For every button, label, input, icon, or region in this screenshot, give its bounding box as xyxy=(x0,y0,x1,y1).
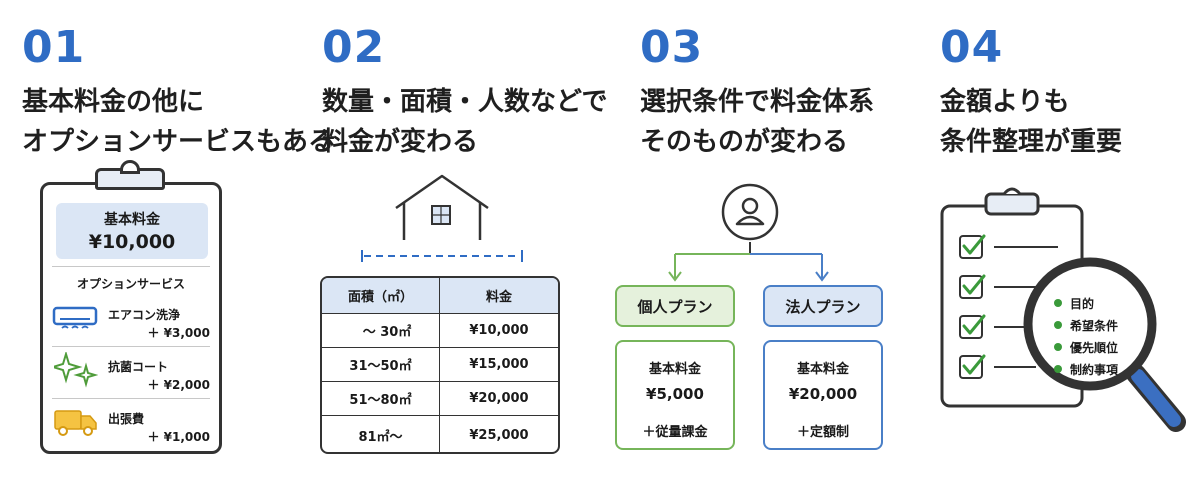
house-icon xyxy=(395,174,489,240)
condition-label: 希望条件 xyxy=(1070,318,1119,333)
table-header-row: 面積（㎡） 料金 xyxy=(322,278,558,314)
plan-price: ¥5,000 xyxy=(646,385,704,403)
list-item: 目的 xyxy=(1054,292,1118,314)
list-item: 優先順位 xyxy=(1054,336,1118,358)
divider xyxy=(52,398,210,399)
table-row: 51〜80㎡ ¥20,000 xyxy=(322,382,558,416)
plan-extra: ＋定額制 xyxy=(796,425,849,440)
table-cell-area: 81㎡〜 xyxy=(322,416,440,452)
bullet-icon xyxy=(1054,365,1062,373)
option-price: ＋ ¥1,000 xyxy=(147,430,211,444)
table-cell-area: 51〜80㎡ xyxy=(322,382,440,415)
step-03-number: 03 xyxy=(640,22,704,73)
step-02-number: 02 xyxy=(322,22,386,73)
table-row: 〜 30㎡ ¥10,000 xyxy=(322,314,558,348)
condition-label: 目的 xyxy=(1070,296,1095,311)
plan-personal-label: 個人プラン xyxy=(615,285,735,327)
plan-corporate-label: 法人プラン xyxy=(763,285,883,327)
plan-extra: ＋従量課金 xyxy=(642,425,708,440)
step-04-number: 04 xyxy=(940,22,1004,73)
plan-personal-box: 基本料金 ¥5,000 ＋従量課金 xyxy=(615,340,735,450)
plan-base-label: 基本料金 xyxy=(796,362,849,377)
table-cell-area: 31〜50㎡ xyxy=(322,348,440,381)
plan-corporate-box: 基本料金 ¥20,000 ＋定額制 xyxy=(763,340,883,450)
step-01-heading-line1: 基本料金の他に xyxy=(22,87,205,117)
checklist-magnifier-icon xyxy=(940,187,1186,432)
option-name: 抗菌コート xyxy=(108,360,169,374)
step-03-heading: 選択条件で料金体系 そのものが変わる xyxy=(640,82,874,162)
basic-price-value: ¥10,000 xyxy=(88,231,176,253)
clipboard-clip-knob xyxy=(120,160,140,174)
step-04-heading-line1: 金額よりも xyxy=(940,87,1070,117)
air-conditioner-icon xyxy=(52,306,98,329)
step-02-heading: 数量・面積・人数などで 料金が変わる xyxy=(322,82,607,162)
plan-price: ¥20,000 xyxy=(788,385,858,403)
table-cell-price: ¥10,000 xyxy=(469,323,529,338)
option-price: ＋ ¥2,000 xyxy=(147,378,211,392)
list-item: 希望条件 xyxy=(1054,314,1118,336)
step-01-heading: 基本料金の他に オプションサービスもある xyxy=(22,82,334,162)
condition-label: 制約事項 xyxy=(1070,362,1119,377)
bullet-icon xyxy=(1054,343,1062,351)
step-02-heading-line2: 料金が変わる xyxy=(322,127,479,157)
table-cell-price: ¥15,000 xyxy=(469,357,529,372)
option-name: 出張費 xyxy=(108,412,145,426)
step-02-heading-line1: 数量・面積・人数などで xyxy=(322,87,608,117)
table-cell-area: 〜 30㎡ xyxy=(322,314,440,347)
step-03-heading-line1: 選択条件で料金体系 xyxy=(640,87,875,117)
step-04-heading-line2: 条件整理が重要 xyxy=(940,127,1123,157)
condition-label: 優先順位 xyxy=(1070,340,1119,355)
table-cell-price: ¥25,000 xyxy=(469,427,529,443)
branch-arrows xyxy=(668,242,829,282)
sparkle-icon xyxy=(54,352,98,388)
area-price-table: 面積（㎡） 料金 〜 30㎡ ¥10,000 31〜50㎡ ¥15,000 51… xyxy=(320,276,560,454)
table-header-price: 料金 xyxy=(485,290,512,305)
step-01-number: 01 xyxy=(22,22,86,73)
step-01-heading-line2: オプションサービスもある xyxy=(22,127,335,157)
table-cell-price: ¥20,000 xyxy=(469,391,529,406)
plan-base-label: 基本料金 xyxy=(648,362,701,377)
bullet-icon xyxy=(1054,321,1062,329)
condition-list: 目的 希望条件 優先順位 制約事項 xyxy=(1054,292,1118,380)
basic-price-box: 基本料金 ¥10,000 xyxy=(56,203,208,259)
truck-icon xyxy=(54,410,97,436)
person-icon xyxy=(721,183,779,241)
dimension-line xyxy=(361,250,523,262)
option-price: ＋ ¥3,000 xyxy=(147,326,211,340)
option-name: エアコン洗浄 xyxy=(108,308,181,322)
step-03-heading-line2: そのものが変わる xyxy=(640,127,849,157)
table-row: 81㎡〜 ¥25,000 xyxy=(322,416,558,452)
divider xyxy=(52,346,210,347)
table-header-area: 面積（㎡） xyxy=(322,278,440,313)
bullet-icon xyxy=(1054,299,1062,307)
divider xyxy=(52,266,210,267)
options-title: オプションサービス xyxy=(76,277,185,291)
table-row: 31〜50㎡ ¥15,000 xyxy=(322,348,558,382)
basic-price-label: 基本料金 xyxy=(104,212,160,228)
list-item: 制約事項 xyxy=(1054,358,1118,380)
step-04-heading: 金額よりも 条件整理が重要 xyxy=(940,82,1122,162)
